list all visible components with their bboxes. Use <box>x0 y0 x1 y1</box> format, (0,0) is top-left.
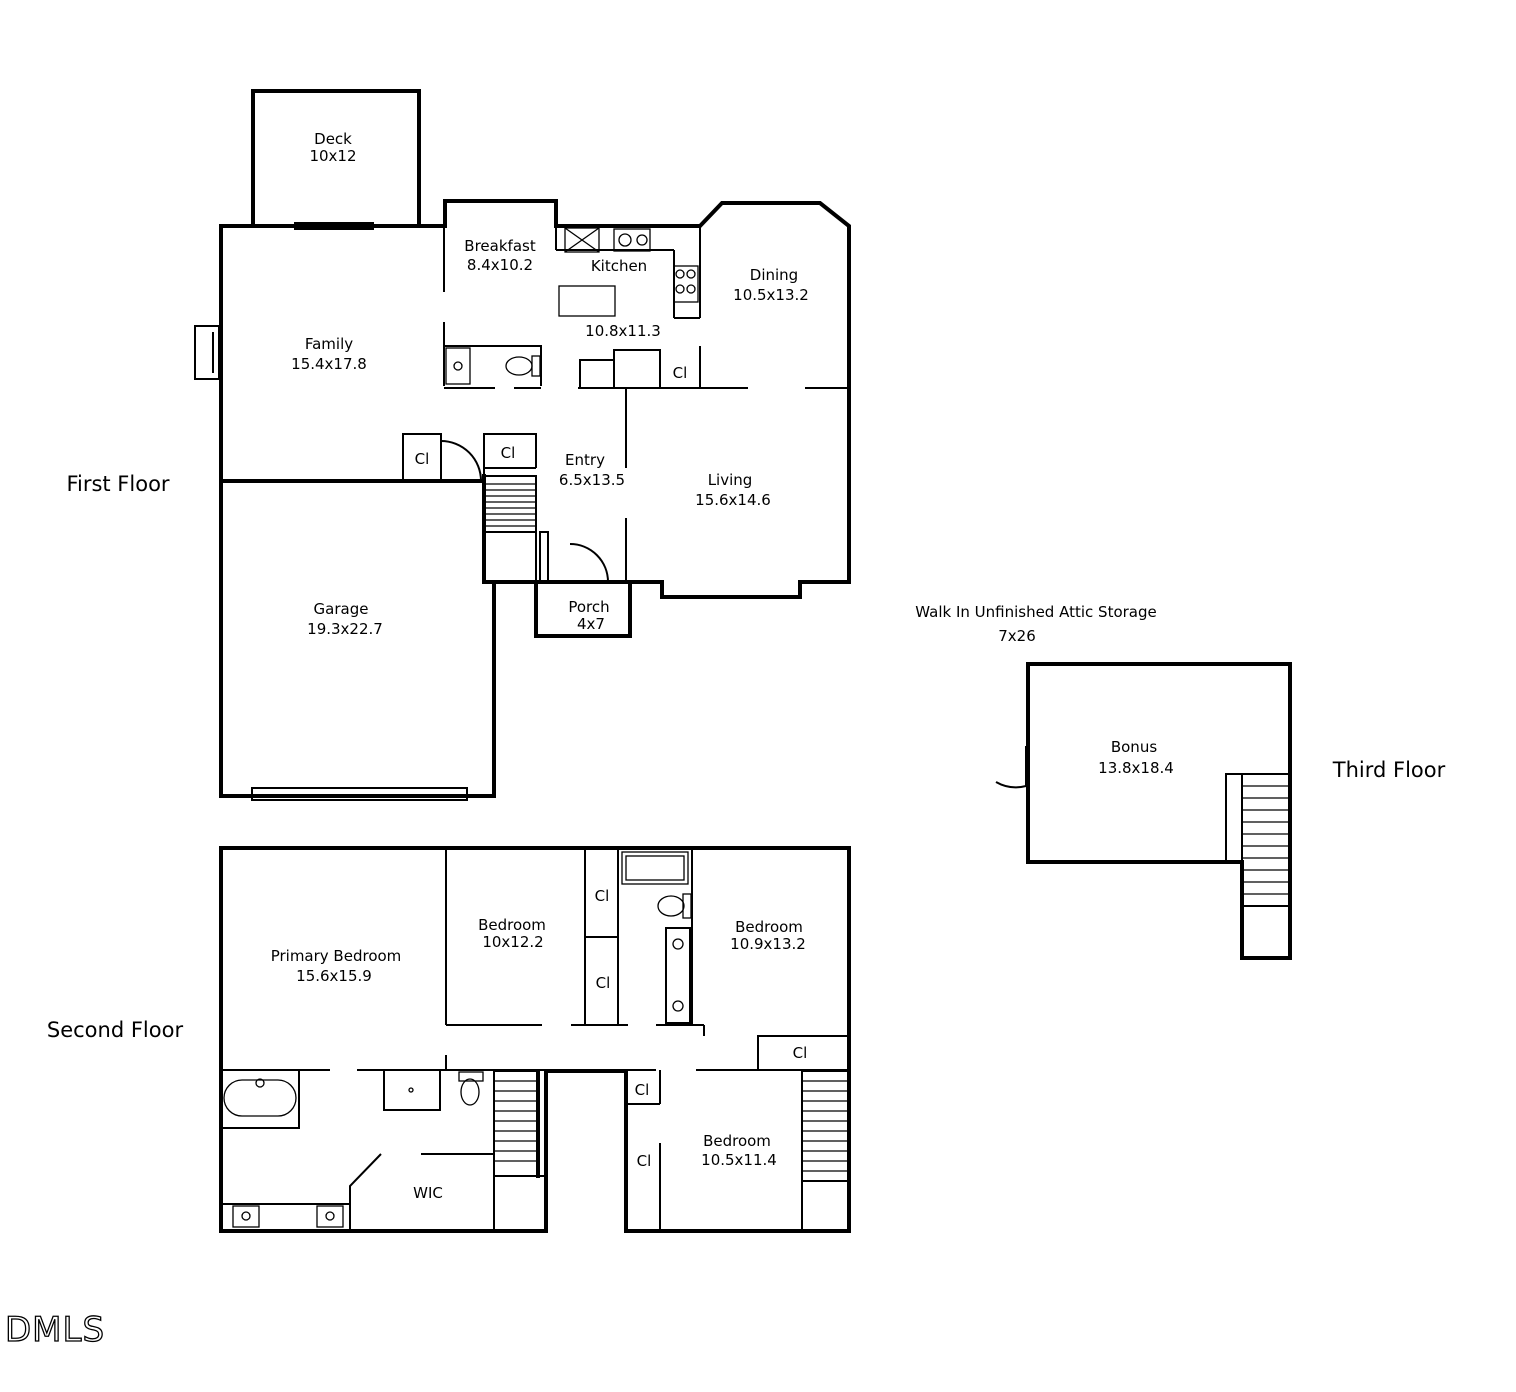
closet-label: Cl <box>793 1044 808 1062</box>
closet-label: Cl <box>595 887 610 905</box>
dining-name: Dining <box>750 266 798 284</box>
closet-label: Cl <box>637 1152 652 1170</box>
kitchen-size: 10.8x11.3 <box>585 322 661 340</box>
closet-label: Cl <box>596 974 611 992</box>
bedroom-4-size: 10.5x11.4 <box>701 1151 777 1169</box>
closet-label: Cl <box>635 1081 650 1099</box>
deck-name: Deck <box>314 130 352 148</box>
stair-treads <box>802 1080 849 1172</box>
breakfast-size: 8.4x10.2 <box>467 256 533 274</box>
dining-size: 10.5x13.2 <box>733 286 809 304</box>
bedroom-3-name: Bedroom <box>735 918 803 936</box>
second-floor-plan <box>219 846 851 1233</box>
stair-treads <box>484 483 536 527</box>
garage-name: Garage <box>314 600 369 618</box>
first-floor-plan <box>194 89 851 801</box>
primary-bedroom-size: 15.6x15.9 <box>296 967 372 985</box>
dmls-logo: DMLS <box>5 1310 105 1350</box>
attic-size: 7x26 <box>998 627 1036 645</box>
porch-name: Porch <box>568 598 609 616</box>
bedroom-2-name: Bedroom <box>478 916 546 934</box>
stair-treads <box>494 1080 538 1162</box>
attic-name: Walk In Unfinished Attic Storage <box>915 603 1156 621</box>
bedroom-4-name: Bedroom <box>703 1132 771 1150</box>
third-floor-label: Third Floor <box>1332 758 1446 782</box>
kitchen-name: Kitchen <box>591 257 647 275</box>
family-size: 15.4x17.8 <box>291 355 367 373</box>
second-floor-label: Second Floor <box>47 1018 184 1042</box>
wic-name: WIC <box>413 1184 443 1202</box>
first-floor-label: First Floor <box>66 472 169 496</box>
deck-size: 10x12 <box>309 147 356 165</box>
closet-label: Cl <box>501 444 516 462</box>
family-name: Family <box>305 335 353 353</box>
bonus-size: 13.8x18.4 <box>1098 759 1174 777</box>
closet-label: Cl <box>673 364 688 382</box>
bedroom-2-size: 10x12.2 <box>482 933 543 951</box>
stair-treads <box>1242 785 1290 895</box>
third-floor-plan <box>995 662 1292 960</box>
porch-size: 4x7 <box>577 615 605 633</box>
entry-size: 6.5x13.5 <box>559 471 625 489</box>
living-name: Living <box>708 471 753 489</box>
breakfast-name: Breakfast <box>464 237 536 255</box>
entry-name: Entry <box>565 451 605 469</box>
garage-size: 19.3x22.7 <box>307 620 383 638</box>
bonus-name: Bonus <box>1111 738 1157 756</box>
primary-bedroom-name: Primary Bedroom <box>271 947 402 965</box>
closet-label: Cl <box>415 450 430 468</box>
living-size: 15.6x14.6 <box>695 491 771 509</box>
bedroom-3-size: 10.9x13.2 <box>730 935 806 953</box>
